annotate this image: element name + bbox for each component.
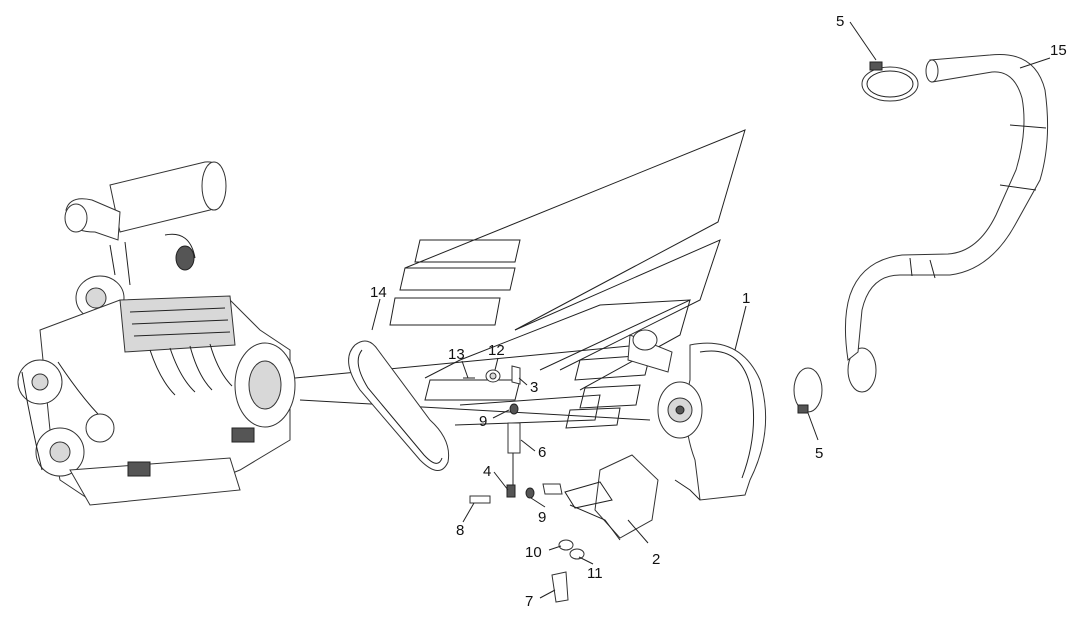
engine-assembly bbox=[17, 161, 296, 506]
callout-7: 7 bbox=[525, 593, 533, 610]
belt-guard-panels bbox=[389, 129, 746, 429]
v-belt bbox=[348, 340, 450, 471]
air-duct-hose bbox=[844, 53, 1049, 361]
callout-15: 15 bbox=[1050, 42, 1067, 59]
callout-5-lower: 5 bbox=[815, 445, 823, 462]
callout-4: 4 bbox=[483, 463, 491, 480]
callout-8: 8 bbox=[456, 522, 464, 539]
callout-11: 11 bbox=[587, 565, 603, 582]
callout-14: 14 bbox=[370, 284, 387, 301]
mounting-bracket bbox=[594, 454, 659, 539]
callout-5-upper: 5 bbox=[836, 13, 844, 30]
callout-6: 6 bbox=[538, 444, 546, 461]
hose-clamp-upper bbox=[861, 66, 919, 102]
blower-assembly bbox=[627, 329, 767, 501]
belt-lower-line bbox=[299, 399, 651, 421]
callout-1: 1 bbox=[742, 290, 750, 307]
duct-lower-end bbox=[847, 347, 877, 393]
drive-axis-line bbox=[294, 344, 641, 379]
callouts: 1 2 3 4 5 5 6 7 8 9 9 10 11 12 13 14 15 bbox=[370, 13, 1067, 610]
tensioner-parts bbox=[463, 365, 585, 603]
leader-lines bbox=[371, 21, 1051, 599]
callout-9-lower: 9 bbox=[538, 509, 546, 526]
callout-12: 12 bbox=[488, 342, 505, 359]
callout-3: 3 bbox=[530, 379, 538, 396]
callout-9-upper: 9 bbox=[479, 413, 487, 430]
callout-2: 2 bbox=[652, 551, 660, 568]
callout-10: 10 bbox=[525, 544, 542, 561]
callout-13: 13 bbox=[448, 346, 465, 363]
